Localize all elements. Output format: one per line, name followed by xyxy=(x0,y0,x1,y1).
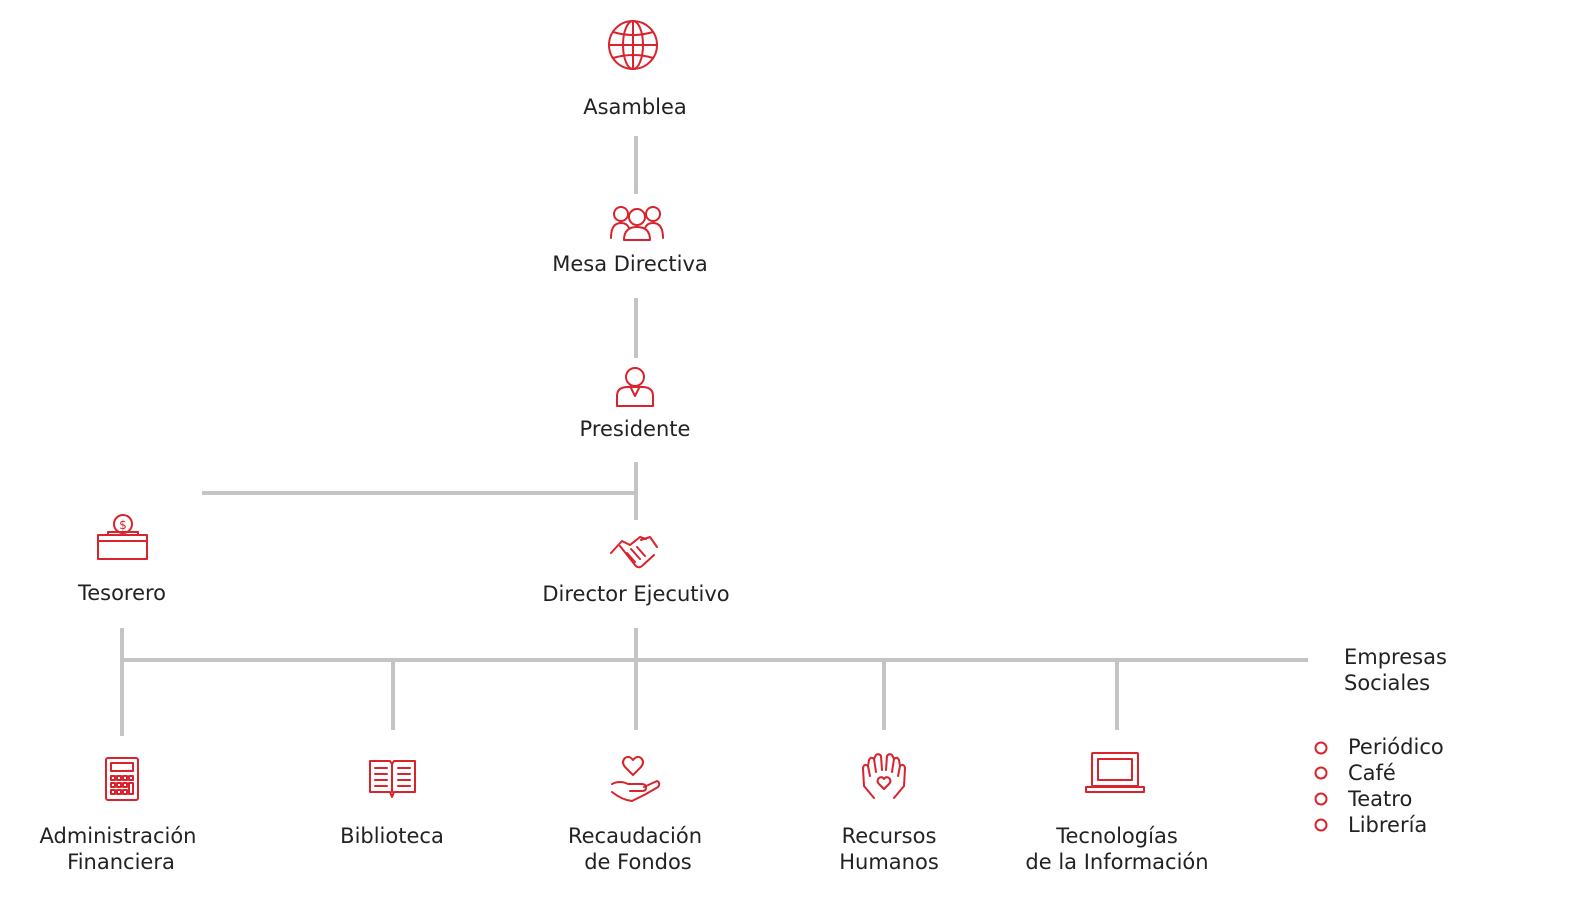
node-tecnologias: Tecnologías de la Información xyxy=(1025,752,1209,874)
hands-heart-icon xyxy=(862,753,906,799)
node-recaudacion-fondos: Recaudación de Fondos xyxy=(568,755,702,874)
label-tecnologias-line2: de la Información xyxy=(1025,850,1208,874)
globe-icon xyxy=(608,20,658,70)
empresas-sociales-list: Periódico Café Teatro Librería xyxy=(1314,735,1444,837)
heart-hand-icon xyxy=(611,755,661,802)
label-administracion-financiera-line1: Administración xyxy=(40,824,197,848)
person-icon xyxy=(616,367,654,407)
label-presidente: Presidente xyxy=(580,417,691,441)
cash-box-icon: $ xyxy=(97,514,148,560)
label-empresas-sociales-line2: Sociales xyxy=(1344,671,1430,695)
laptop-icon xyxy=(1085,752,1145,793)
list-item: Teatro xyxy=(1314,787,1412,811)
list-item: Librería xyxy=(1314,813,1427,837)
node-asamblea: Asamblea xyxy=(583,20,687,119)
list-item-label: Café xyxy=(1348,761,1396,785)
label-biblioteca: Biblioteca xyxy=(340,824,444,848)
label-asamblea: Asamblea xyxy=(583,95,687,119)
label-tesorero: Tesorero xyxy=(77,581,166,605)
label-recursos-humanos-line2: Humanos xyxy=(839,850,939,874)
node-administracion-financiera: Administración Financiera xyxy=(40,757,197,874)
bullet-icon xyxy=(1314,741,1328,755)
label-empresas-sociales-line1: Empresas xyxy=(1344,645,1447,669)
connectors xyxy=(120,136,1308,736)
list-item-label: Librería xyxy=(1348,813,1427,837)
label-mesa-directiva: Mesa Directiva xyxy=(552,252,708,276)
node-recursos-humanos: Recursos Humanos xyxy=(839,753,939,874)
group-icon xyxy=(610,206,664,241)
node-director-ejecutivo: Director Ejecutivo xyxy=(542,536,730,606)
list-item: Periódico xyxy=(1314,735,1444,759)
bullet-icon xyxy=(1314,792,1328,806)
list-item-label: Periódico xyxy=(1348,735,1444,759)
label-recursos-humanos-line1: Recursos xyxy=(842,824,937,848)
label-tecnologias-line1: Tecnologías xyxy=(1055,824,1178,848)
node-mesa-directiva: Mesa Directiva xyxy=(552,206,708,276)
node-presidente: Presidente xyxy=(580,367,691,441)
node-empresas-sociales: Empresas Sociales Periódico Café Teatro … xyxy=(1314,645,1447,837)
label-recaudacion-fondos-line2: de Fondos xyxy=(584,850,692,874)
node-tesorero: $ Tesorero xyxy=(77,514,166,605)
node-biblioteca: Biblioteca xyxy=(340,760,444,848)
bullet-icon xyxy=(1314,766,1328,780)
label-director-ejecutivo: Director Ejecutivo xyxy=(542,582,729,606)
list-item-label: Teatro xyxy=(1347,787,1412,811)
list-item: Café xyxy=(1314,761,1396,785)
bullet-icon xyxy=(1314,818,1328,832)
label-recaudacion-fondos-line1: Recaudación xyxy=(568,824,702,848)
book-icon xyxy=(369,760,416,798)
calculator-icon xyxy=(105,757,139,801)
label-administracion-financiera-line2: Financiera xyxy=(67,850,175,874)
handshake-icon xyxy=(610,536,658,569)
svg-text:$: $ xyxy=(119,518,127,532)
